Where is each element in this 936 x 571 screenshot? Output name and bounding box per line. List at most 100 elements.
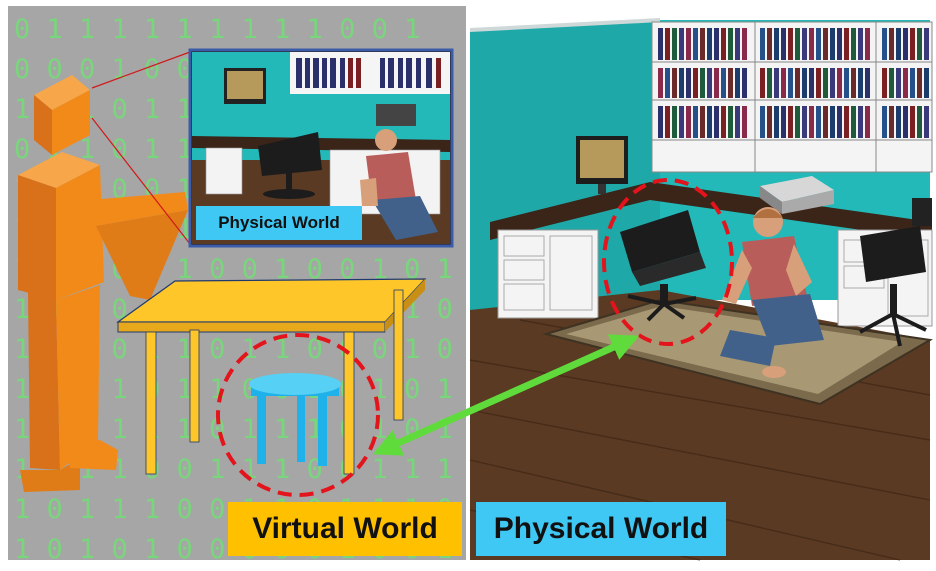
book-spine (802, 68, 807, 98)
book-spine (658, 68, 663, 98)
book-spine (760, 68, 765, 98)
book-spine (858, 106, 863, 138)
book-spine (700, 28, 705, 60)
book-spine (735, 68, 740, 98)
office-chair (620, 210, 706, 322)
book-spine (672, 106, 677, 138)
book-spine (896, 106, 901, 138)
book-spine (700, 106, 705, 138)
book-spine (781, 106, 786, 138)
correspondence-arrow (372, 334, 640, 456)
kneeling-person (720, 207, 824, 378)
book-spine (700, 68, 705, 98)
book-spine (837, 68, 842, 98)
printer (760, 176, 834, 214)
book-spine (742, 28, 747, 60)
book-spine (795, 106, 800, 138)
second-office-chair (859, 226, 927, 347)
book-spine (830, 28, 835, 60)
book-spine (760, 28, 765, 60)
book-spine (788, 106, 793, 138)
book-spine (672, 28, 677, 60)
book-spine (823, 106, 828, 138)
book-spine (781, 28, 786, 60)
book-spine (889, 68, 894, 98)
book-spine (851, 68, 856, 98)
physical-chair-highlight-circle (602, 178, 734, 346)
book-spine (830, 68, 835, 98)
book-spine (816, 28, 821, 60)
book-spine (882, 106, 887, 138)
book-spine (658, 106, 663, 138)
book-spine (917, 28, 922, 60)
books (658, 28, 929, 138)
book-spine (679, 68, 684, 98)
monitor (576, 136, 628, 194)
book-spine (830, 106, 835, 138)
book-spine (802, 106, 807, 138)
book-spine (917, 106, 922, 138)
book-spine (823, 68, 828, 98)
physical-world-label: Physical World (476, 502, 726, 556)
book-spine (816, 106, 821, 138)
book-spine (851, 106, 856, 138)
book-spine (735, 106, 740, 138)
book-spine (742, 106, 747, 138)
book-spine (865, 28, 870, 60)
book-spine (889, 106, 894, 138)
book-spine (823, 28, 828, 60)
book-spine (865, 68, 870, 98)
virtual-table (116, 278, 427, 475)
book-spine (816, 68, 821, 98)
bookshelves (651, 21, 933, 173)
book-spine (665, 106, 670, 138)
book-spine (665, 68, 670, 98)
book-spine (896, 68, 901, 98)
desk (490, 182, 933, 327)
book-spine (795, 28, 800, 60)
book-spine (896, 28, 901, 60)
book-spine (714, 68, 719, 98)
book-spine (721, 106, 726, 138)
book-spine (714, 106, 719, 138)
virtual-world-label: Virtual World (228, 502, 462, 556)
book-spine (774, 28, 779, 60)
book-spine (693, 106, 698, 138)
physical-world-panel (469, 6, 933, 561)
book-spine (882, 68, 887, 98)
book-spine (760, 106, 765, 138)
book-spine (742, 68, 747, 98)
book-spine (672, 68, 677, 98)
book-spine (774, 106, 779, 138)
book-spine (781, 68, 786, 98)
book-spine (837, 106, 842, 138)
book-spine (686, 68, 691, 98)
virtual-world-panel: 0 1 1 1 1 1 1 1 1 1 0 0 10 0 0 1 0 0 1 1… (8, 6, 466, 560)
inset-physical-world-label: Physical World (196, 206, 362, 240)
book-spine (795, 68, 800, 98)
book-spine (658, 28, 663, 60)
book-spine (809, 68, 814, 98)
book-spine (903, 106, 908, 138)
book-spine (714, 28, 719, 60)
book-spine (693, 28, 698, 60)
binary-digit-row: 0 1 1 1 1 1 1 1 1 1 0 0 1 (14, 14, 420, 45)
panel-divider (466, 6, 470, 560)
book-spine (882, 28, 887, 60)
book-spine (686, 106, 691, 138)
book-spine (837, 28, 842, 60)
book-spine (767, 106, 772, 138)
book-spine (910, 28, 915, 60)
book-spine (924, 68, 929, 98)
book-spine (903, 68, 908, 98)
book-spine (844, 68, 849, 98)
book-spine (679, 28, 684, 60)
book-spine (721, 68, 726, 98)
orange-humanoid-figure (18, 75, 188, 492)
book-spine (728, 106, 733, 138)
book-spine (903, 28, 908, 60)
book-spine (802, 28, 807, 60)
virtual-stool (249, 373, 341, 466)
book-spine (809, 28, 814, 60)
